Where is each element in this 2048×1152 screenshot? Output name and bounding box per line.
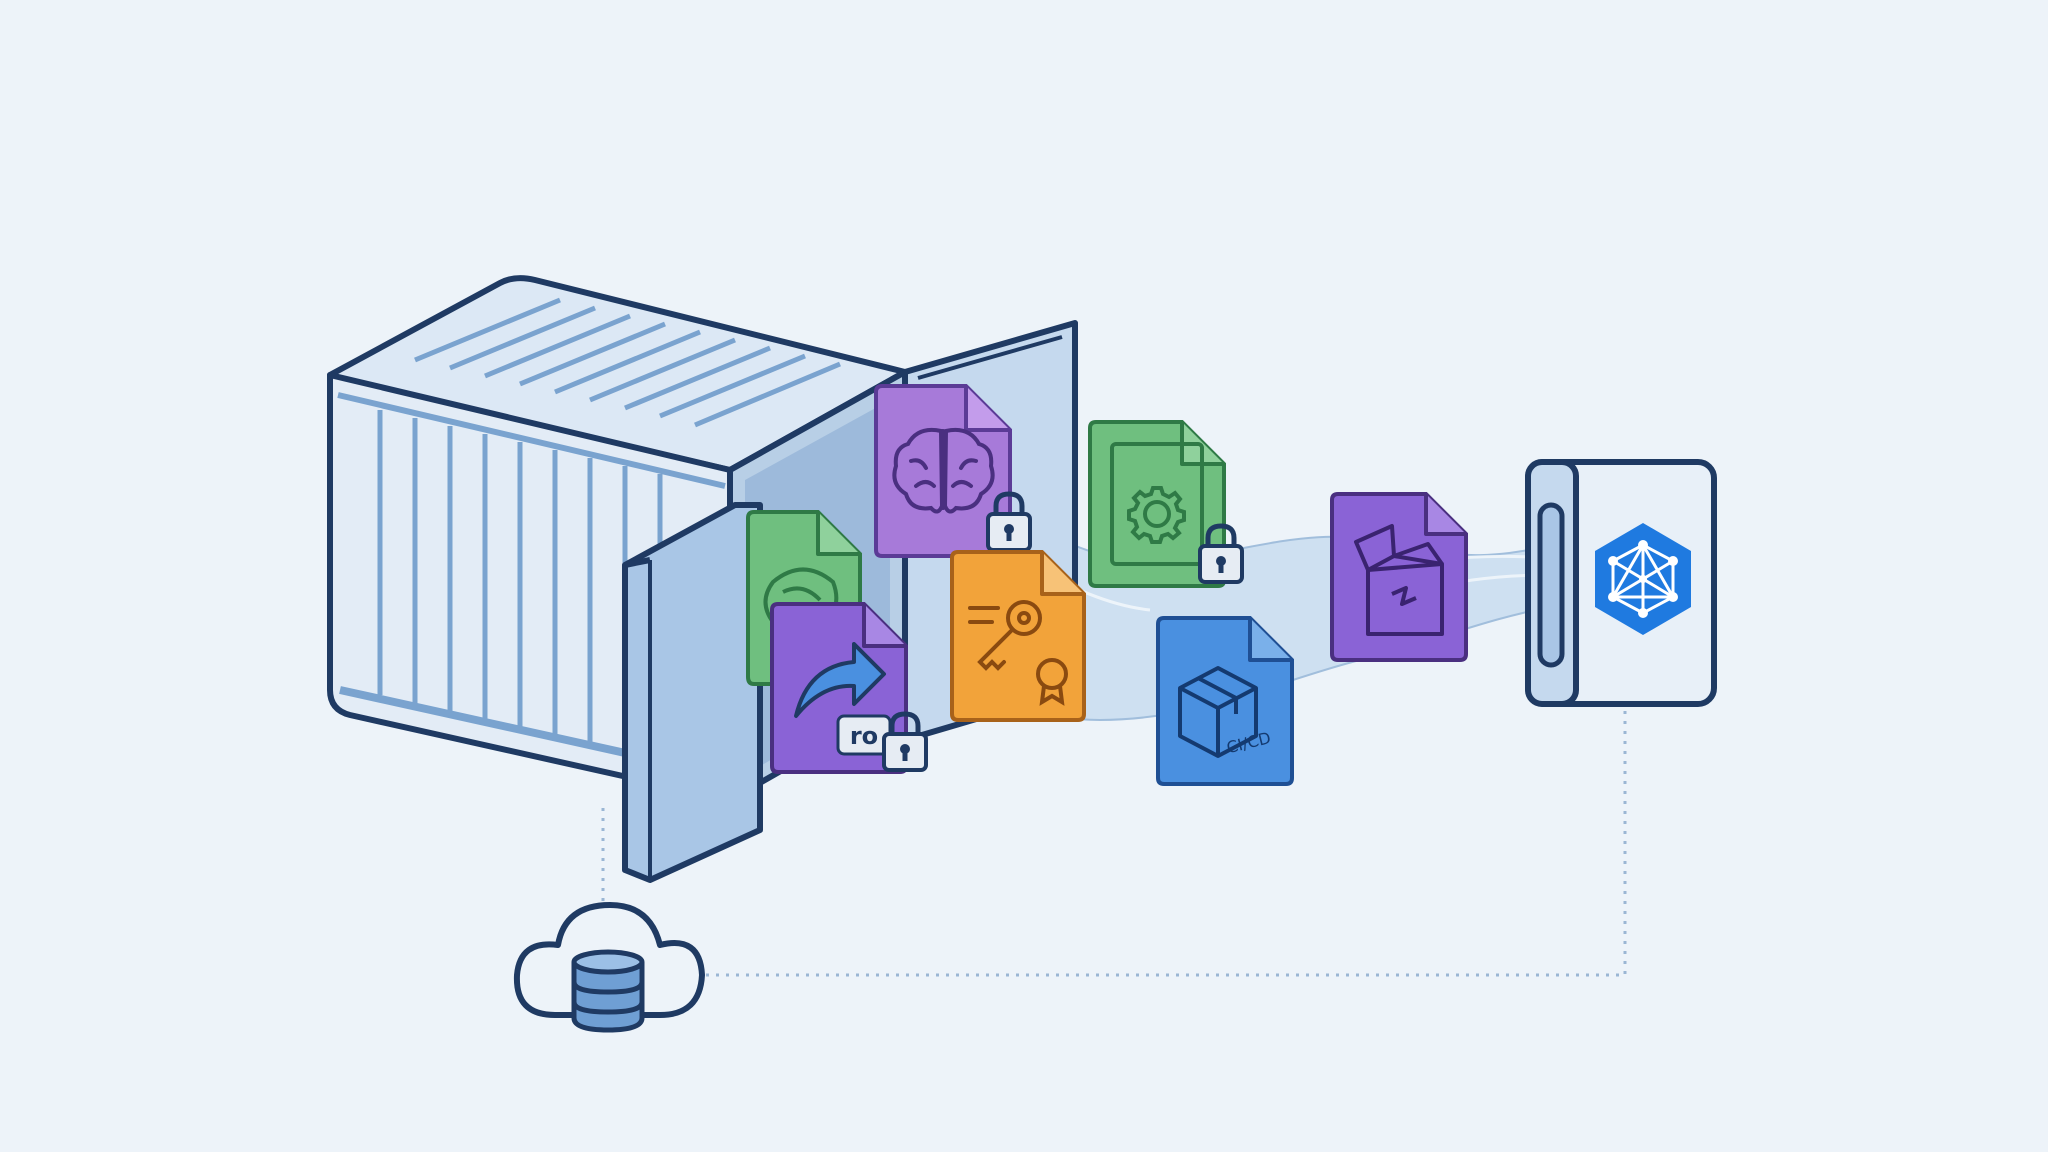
cicd-file[interactable]: CI/CD [1156,616,1294,786]
shipping-container-icon [327,275,1078,883]
config-file[interactable] [1088,420,1244,588]
share-arrow-icon [794,642,886,718]
key-icon [968,600,1068,706]
readonly-link-file[interactable]: ro [770,602,928,774]
key-certificate-file[interactable] [950,550,1086,722]
network-hex-icon [1595,523,1691,635]
brain-file[interactable] [874,384,1032,558]
cloud-database-icon [513,902,705,1033]
lock-icon [882,711,928,772]
brain-icon [892,427,995,514]
readonly-badge-text: ro [850,722,878,750]
gear-icon [1127,486,1186,544]
lock-icon [1198,523,1244,584]
host-node[interactable] [1525,459,1717,707]
package-icon [1178,666,1258,758]
unpack-file[interactable] [1330,492,1468,662]
open-box-icon [1354,524,1444,636]
